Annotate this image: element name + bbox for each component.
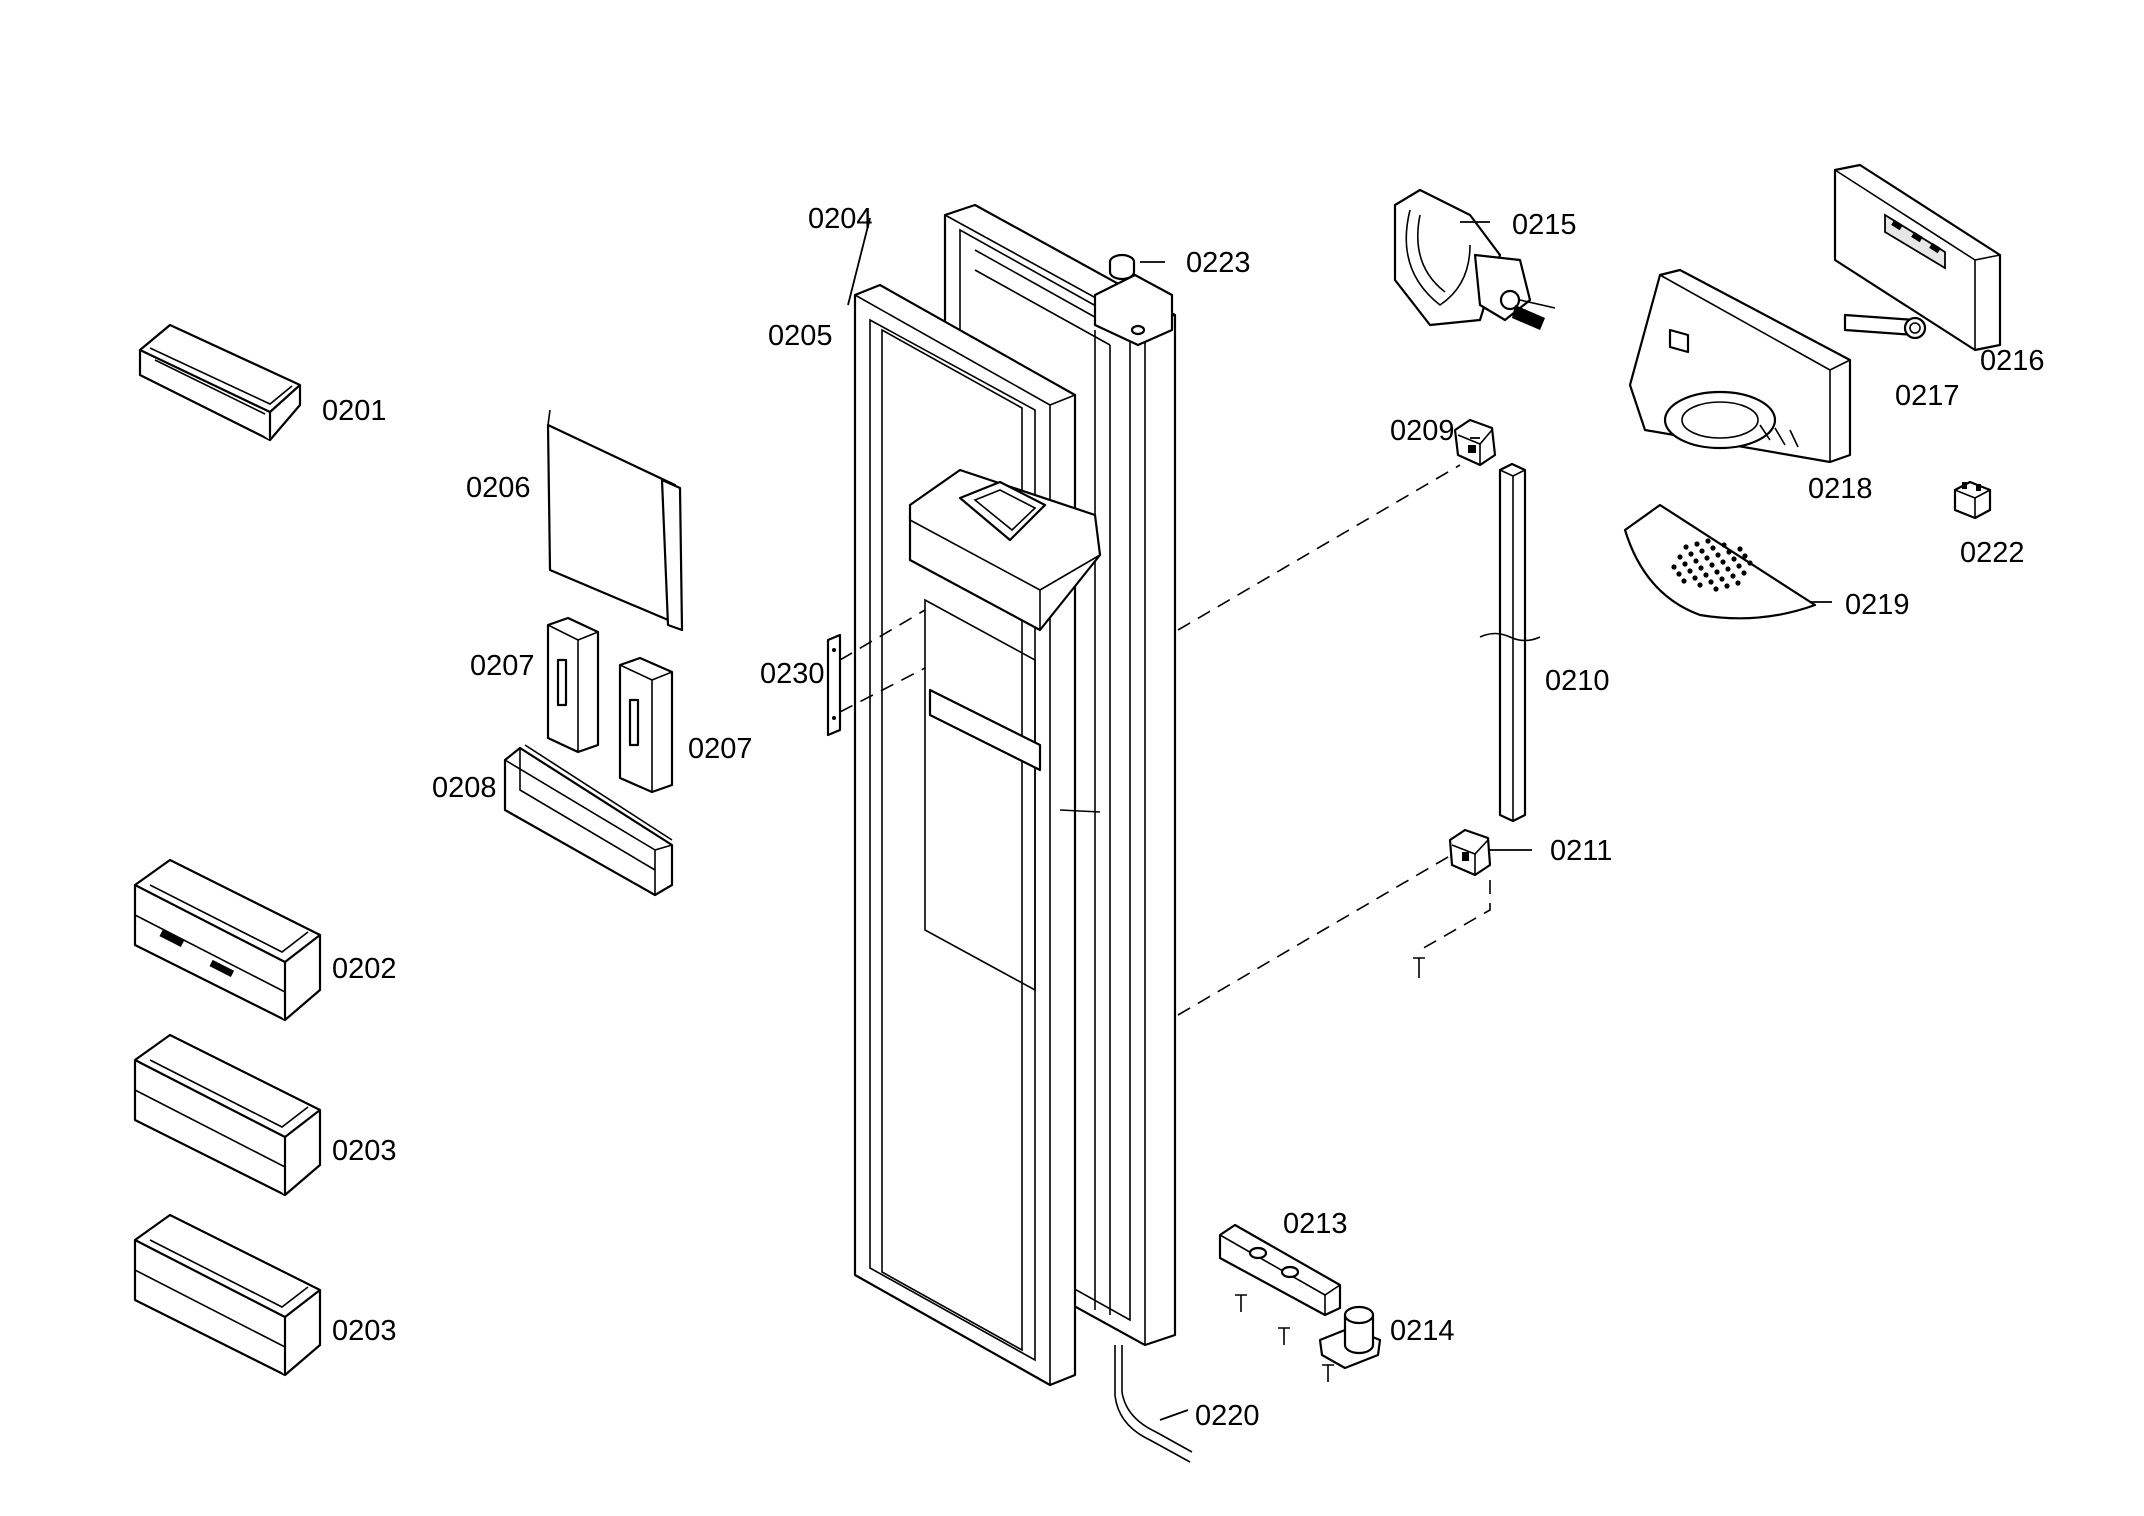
dispenser-housing: [908, 468, 1102, 992]
handle-cap-top: [1453, 418, 1497, 467]
grille-hole: [1688, 551, 1694, 557]
assembly-line-top: [1177, 464, 1461, 631]
grille-hole: [1709, 562, 1715, 568]
door-shelf-small: [138, 323, 302, 442]
grille-hole: [1714, 569, 1720, 575]
part-labels: 0201 0202 0203 0203 0204 0205 0206 0207 …: [322, 203, 2045, 1432]
door-frame-gasket: [853, 283, 1077, 1387]
grille-hole: [1704, 555, 1710, 561]
hinge-bracket: [826, 609, 926, 737]
handle-cap-bottom: [1419, 828, 1492, 951]
chill-pack-right: [618, 656, 674, 794]
grille-hole: [1698, 565, 1704, 571]
label-0230: 0230: [760, 658, 825, 690]
grille-hole: [1719, 576, 1725, 582]
grille-hole: [1724, 583, 1730, 589]
grille-hole: [1682, 561, 1688, 567]
grille-hole: [1720, 559, 1726, 565]
leader-lines: [847, 217, 1832, 1421]
control-board: [1833, 163, 2002, 352]
label-0208: 0208: [432, 772, 497, 804]
label-0201: 0201: [322, 395, 387, 427]
label-0214: 0214: [1390, 1315, 1455, 1347]
hinge-screws: [1235, 1294, 1334, 1382]
label-0207-left: 0207: [470, 650, 535, 682]
label-0210: 0210: [1545, 665, 1610, 697]
screw-handle: [1413, 957, 1425, 978]
door-cable: [1114, 1345, 1193, 1463]
label-0223: 0223: [1186, 247, 1251, 279]
label-0205: 0205: [768, 320, 833, 352]
grille-hole: [1697, 582, 1703, 588]
door-bin-medium-upper: [133, 1033, 322, 1197]
grille-hole: [1725, 566, 1731, 572]
label-0217: 0217: [1895, 380, 1960, 412]
handle-strip: [1479, 462, 1541, 823]
label-0215: 0215: [1512, 209, 1577, 241]
grille-hole: [1683, 544, 1689, 550]
grille-hole: [1703, 572, 1709, 578]
grille-hole: [1687, 568, 1693, 574]
label-0213: 0213: [1283, 1208, 1348, 1240]
grille-hole: [1705, 538, 1711, 544]
grille-hole: [1710, 545, 1716, 551]
grille-hole: [1721, 542, 1727, 548]
grille-hole: [1708, 579, 1714, 585]
grille-hole: [1681, 578, 1687, 584]
drip-tray-grille: [1623, 503, 1817, 620]
grille-hole: [1737, 546, 1743, 552]
grille-hole: [1747, 560, 1753, 566]
grille-hole: [1676, 571, 1682, 577]
chill-pack-tray: [503, 744, 674, 897]
label-0209: 0209: [1390, 415, 1455, 447]
grille-hole: [1715, 552, 1721, 558]
chill-pack-left: [546, 616, 600, 754]
door-bin-large: [133, 858, 322, 1022]
grille-hole: [1735, 580, 1741, 586]
label-0219: 0219: [1845, 589, 1910, 621]
bottom-hinge-plate: [1218, 1223, 1342, 1317]
grille-hole: [1699, 548, 1705, 554]
label-0207-right: 0207: [688, 733, 753, 765]
label-0203-lower: 0203: [332, 1315, 397, 1347]
grille-hole: [1692, 575, 1698, 581]
label-0202: 0202: [332, 953, 397, 985]
label-0211: 0211: [1550, 835, 1612, 867]
grille-hole: [1713, 586, 1719, 592]
grille-hole: [1693, 558, 1699, 564]
dispenser-flap-motor: [1393, 188, 1556, 330]
grille-hole: [1741, 570, 1747, 576]
label-0216: 0216: [1980, 345, 2045, 377]
sensor-switch: [1843, 313, 1927, 340]
label-0203-upper: 0203: [332, 1135, 397, 1167]
label-0218: 0218: [1808, 473, 1873, 505]
grille-hole: [1730, 573, 1736, 579]
label-0222: 0222: [1960, 537, 2025, 569]
dispenser-cover-panel: [546, 409, 684, 632]
micro-switch: [1953, 480, 1992, 520]
door-bin-medium-lower: [133, 1213, 322, 1377]
grille-hole: [1694, 541, 1700, 547]
label-0220: 0220: [1195, 1400, 1260, 1432]
hinge-pin: [1318, 1305, 1382, 1370]
grille-hole: [1731, 556, 1737, 562]
assembly-line-bottom: [1177, 849, 1461, 1016]
grille-holes: [1671, 538, 1753, 592]
grille-hole: [1726, 549, 1732, 555]
top-plug: [1108, 253, 1136, 281]
grille-hole: [1736, 563, 1742, 569]
label-0204: 0204: [808, 203, 873, 235]
grille-hole: [1677, 554, 1683, 560]
grille-hole: [1671, 564, 1677, 570]
grille-hole: [1742, 553, 1748, 559]
label-0206: 0206: [466, 472, 531, 504]
dispenser-funnel-housing: [1628, 268, 1852, 464]
